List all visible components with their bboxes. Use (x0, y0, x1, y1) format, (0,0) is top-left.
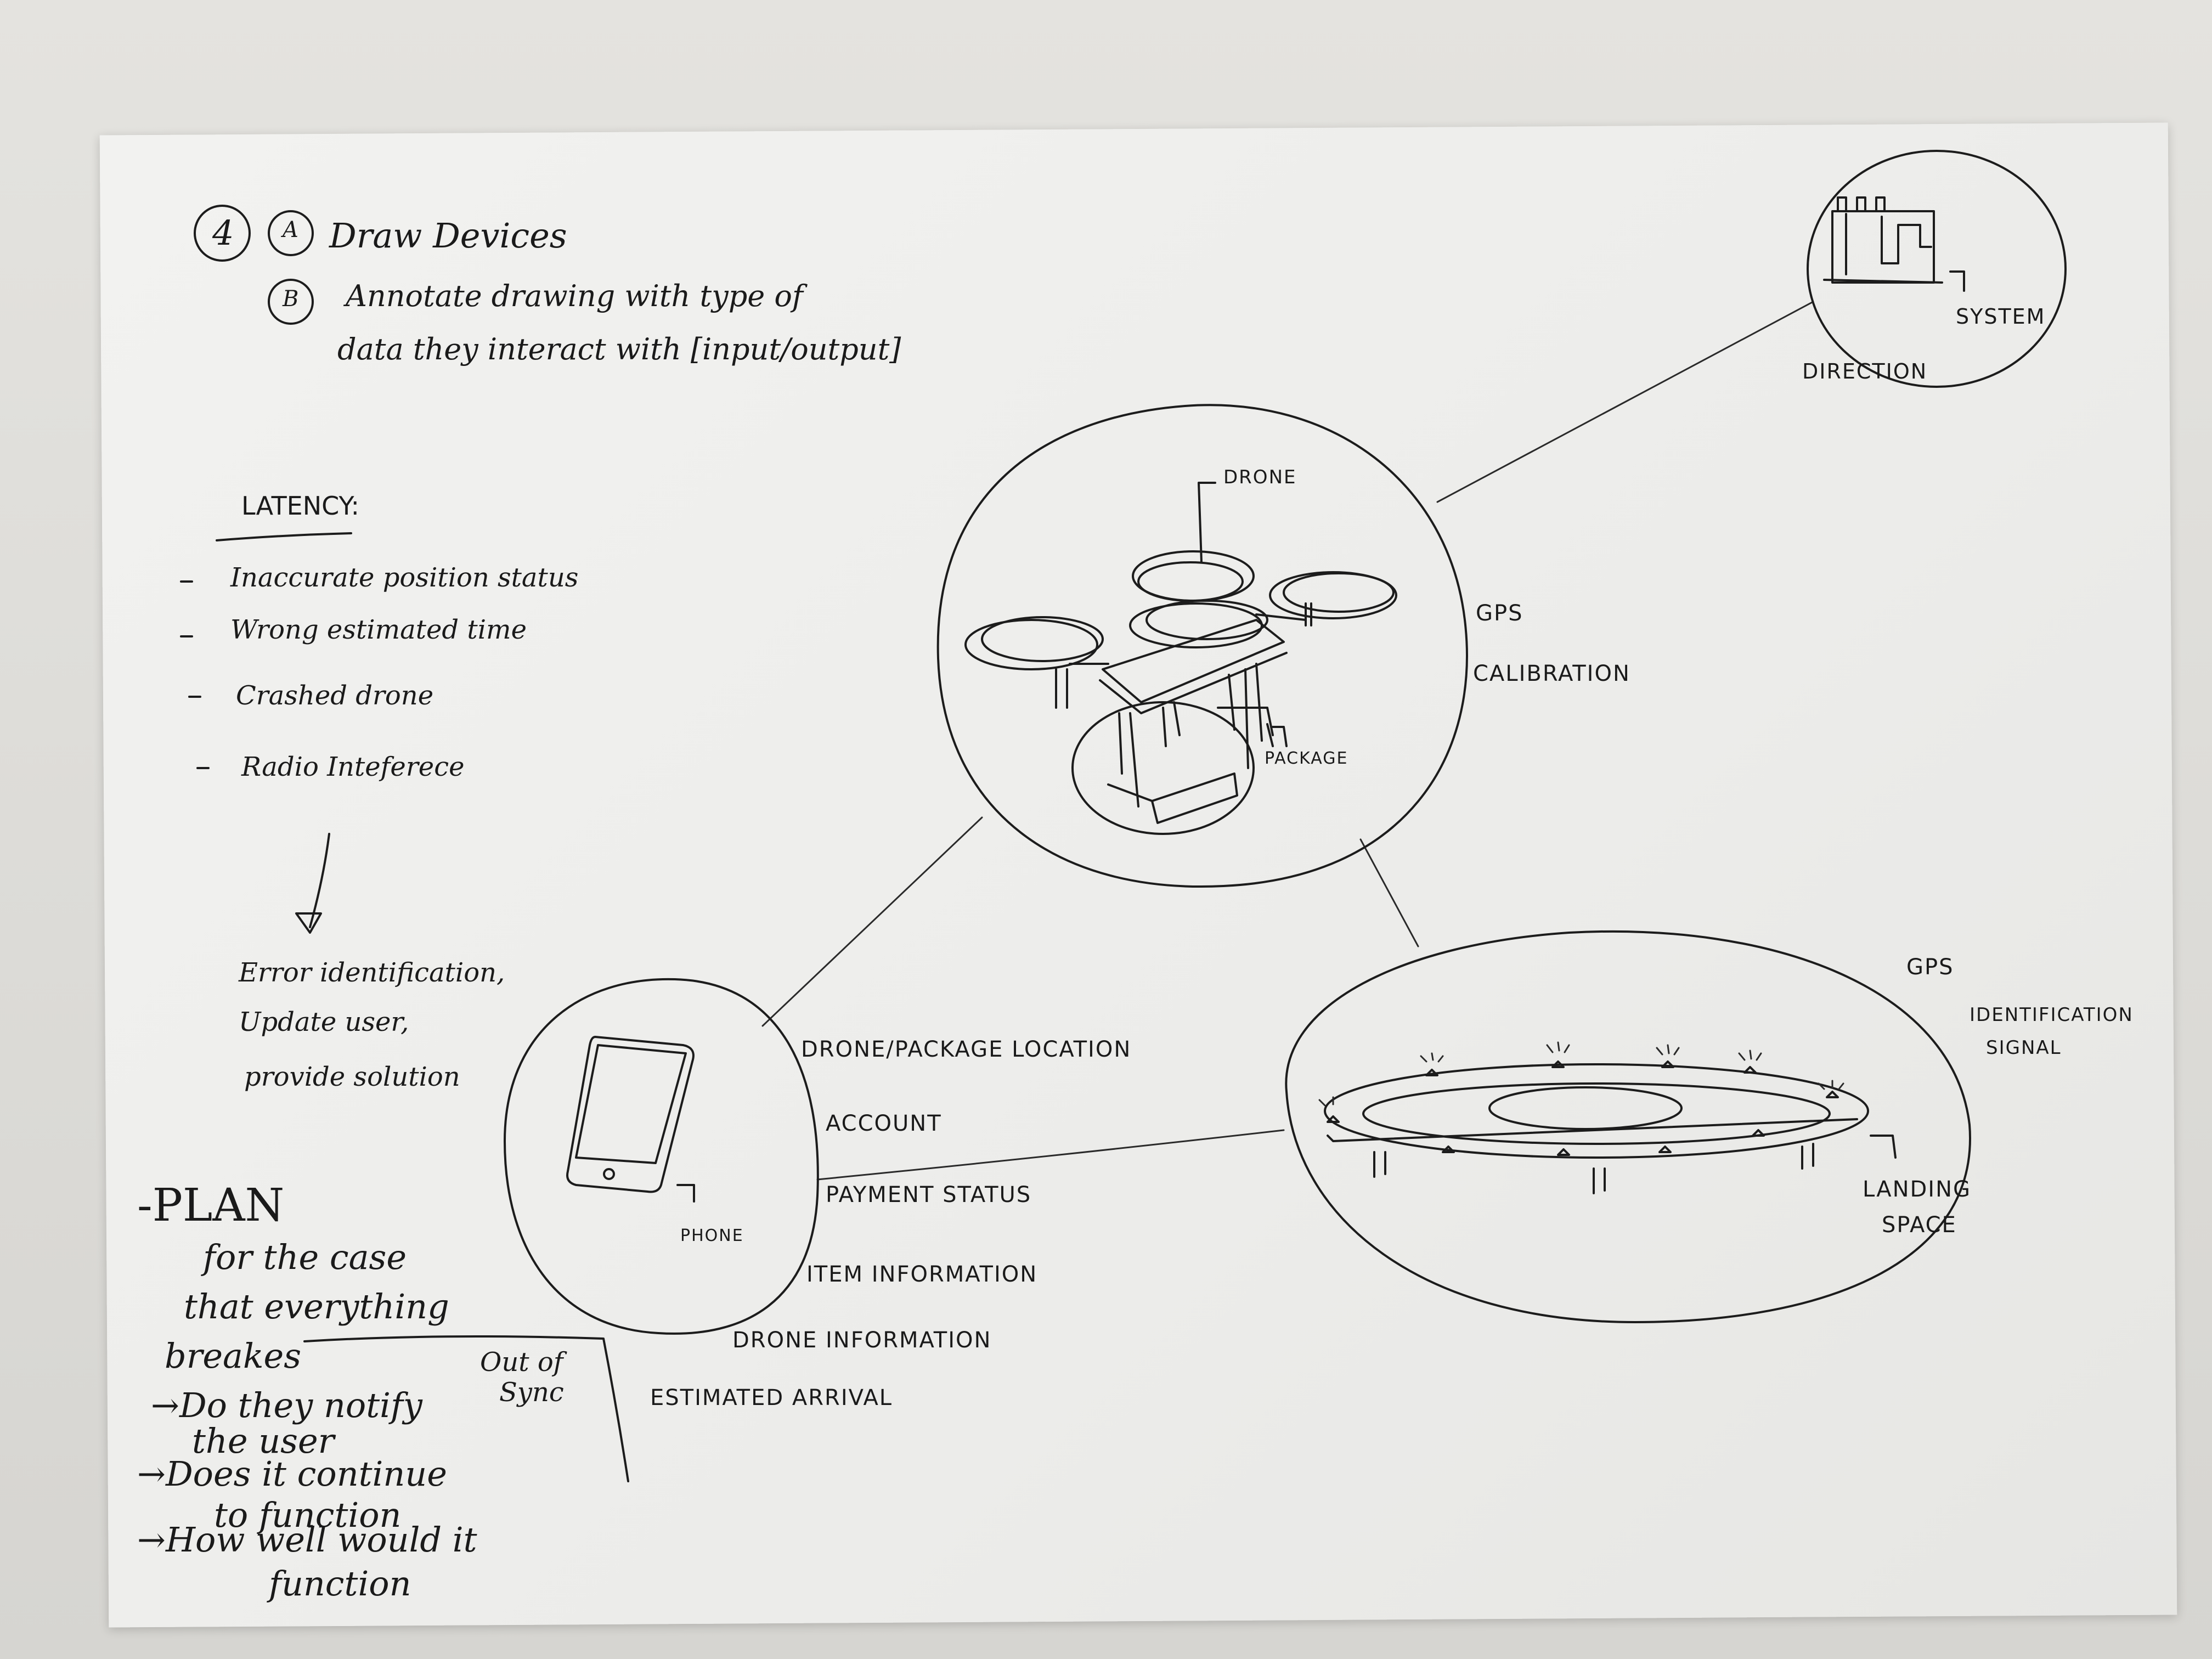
down-arrow-icon (295, 833, 330, 934)
step-b-line1: Annotate drawing with type of (346, 279, 803, 313)
plan-line: to function (214, 1495, 402, 1535)
plan-line: breakes (165, 1336, 302, 1376)
phone-data-label: DRONE INFORMATION (732, 1328, 992, 1353)
direction-system-circle (1807, 150, 2067, 388)
landing-node-circle (1285, 930, 1972, 1323)
landing-space-label: LANDING (1863, 1177, 1972, 1202)
package-label: PACKAGE (1265, 749, 1348, 768)
plan-side-note: Out of (480, 1347, 563, 1378)
plan-line: function (269, 1564, 411, 1604)
plan-side-note: Sync (499, 1377, 564, 1408)
latency-item: Crashed drone (236, 680, 434, 711)
step-b-line2: data they interact with [input/output] (337, 332, 901, 366)
latency-result-line: Update user, (239, 1007, 409, 1037)
package-ellipse (1071, 701, 1255, 835)
plan-line: the user (192, 1421, 335, 1461)
step-b-circle (268, 279, 314, 325)
link-drone-to-landing (1359, 838, 1419, 947)
plan-line: →Do they notify (151, 1385, 422, 1425)
latency-item: Inaccurate position status (230, 562, 579, 593)
plan-line: that everything (184, 1286, 449, 1327)
phone-node-circle (504, 978, 819, 1335)
latency-item: Wrong estimated time (230, 614, 527, 645)
drone-label: DRONE (1223, 466, 1297, 488)
phone-data-label: ACCOUNT (826, 1111, 942, 1136)
phone-data-label: ESTIMATED ARRIVAL (650, 1385, 893, 1410)
landing-side-label: IDENTIFICATION (1970, 1004, 2134, 1026)
drone-node-circle (936, 404, 1468, 888)
phone-data-label: PAYMENT STATUS (826, 1182, 1032, 1207)
plan-side-bracket (303, 1335, 629, 1482)
step-a-text: Draw Devices (329, 216, 567, 256)
landing-side-label: SIGNAL (1986, 1037, 2062, 1059)
plan-line: for the case (203, 1237, 407, 1277)
step-number-circle (194, 205, 251, 262)
drone-label-leader (1198, 482, 1216, 563)
system-label: SYSTEM (1956, 304, 2046, 329)
phone-icon (566, 1036, 695, 1203)
step-b-marker: B (283, 286, 299, 312)
phone-data-label: DRONE/PACKAGE LOCATION (801, 1037, 1132, 1062)
package-label-leader (1272, 726, 1288, 747)
latency-underline (216, 532, 352, 541)
step-a-marker: A (283, 217, 298, 242)
latency-title: LATENCY: (241, 491, 359, 521)
landing-side-label: GPS (1906, 955, 1954, 980)
drone-side-label: CALIBRATION (1473, 661, 1630, 686)
phone-data-label: ITEM INFORMATION (806, 1262, 1038, 1287)
latency-result-line: Error identification, (239, 957, 505, 988)
drone-side-label: GPS (1476, 601, 1523, 626)
step-number: 4 (212, 213, 234, 253)
landing-label-leader (1870, 1135, 1897, 1159)
link-phone-to-landing (816, 1129, 1285, 1181)
link-drone-to-phone (761, 816, 983, 1027)
landing-pad-icon (1318, 1041, 1869, 1194)
plan-title: -PLAN (137, 1180, 285, 1232)
landing-space-label: SPACE (1882, 1212, 1957, 1238)
latency-result-line: provide solution (244, 1062, 460, 1092)
step-a-circle (268, 210, 314, 256)
plan-line: →Does it continue (137, 1454, 447, 1494)
direction-system-icon (1823, 196, 1965, 292)
plan-line: →How well would it (137, 1520, 477, 1560)
drone-icon (964, 550, 1397, 824)
link-drone-to-direction (1436, 301, 1814, 503)
phone-label: PHONE (680, 1226, 744, 1245)
latency-item: Radio Inteferece (241, 752, 465, 782)
direction-label: DIRECTION (1802, 359, 1928, 383)
